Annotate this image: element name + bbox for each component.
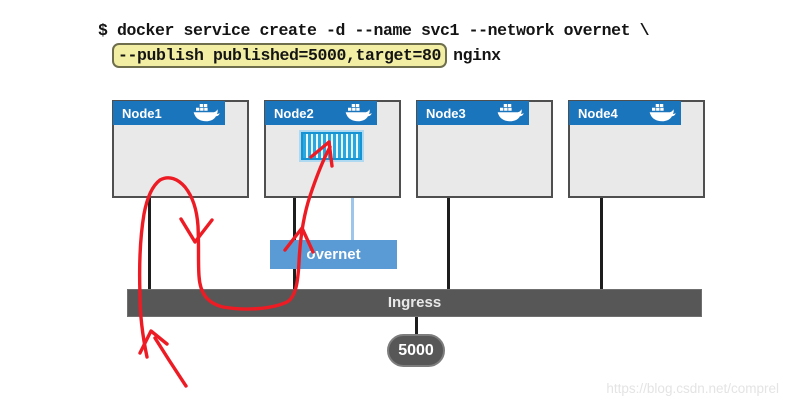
node-box-1: Node1	[112, 100, 249, 198]
command-line-1: $ docker service create -d --name svc1 -…	[98, 21, 650, 40]
container-icon	[301, 132, 362, 160]
node3-ingress-link	[447, 197, 450, 290]
published-port-badge: 5000	[387, 334, 445, 367]
red-arrowhead-up-bottom-icon	[138, 329, 169, 355]
ingress-port-link	[415, 317, 418, 336]
watermark: https://blog.csdn.net/comprel	[606, 381, 779, 396]
ingress-network-bar: Ingress	[127, 289, 702, 317]
docker-whale-icon	[497, 104, 524, 122]
node1-label: Node1	[122, 105, 162, 121]
red-arrow-bottom-tail	[153, 336, 188, 388]
overnet-network-box: overnet	[270, 240, 397, 269]
red-arrowhead-down-icon	[179, 217, 214, 244]
node4-label: Node4	[578, 105, 618, 121]
docker-whale-icon	[345, 104, 372, 122]
node2-header: Node2	[265, 101, 377, 125]
node4-ingress-link	[600, 197, 603, 290]
command-line-2: --publish published=5000,target=80 nginx	[112, 43, 501, 68]
node-box-4: Node4	[568, 100, 705, 198]
publish-option-highlight: --publish published=5000,target=80	[112, 43, 448, 68]
node1-header: Node1	[113, 101, 225, 125]
node3-header: Node3	[417, 101, 529, 125]
node2-label: Node2	[274, 105, 314, 121]
container-overnet-link	[351, 160, 354, 240]
node4-header: Node4	[569, 101, 681, 125]
command-suffix: nginx	[453, 46, 501, 65]
node-box-3: Node3	[416, 100, 553, 198]
node1-ingress-link	[148, 197, 151, 290]
node3-label: Node3	[426, 105, 466, 121]
docker-whale-icon	[193, 104, 220, 122]
docker-whale-icon	[649, 104, 676, 122]
